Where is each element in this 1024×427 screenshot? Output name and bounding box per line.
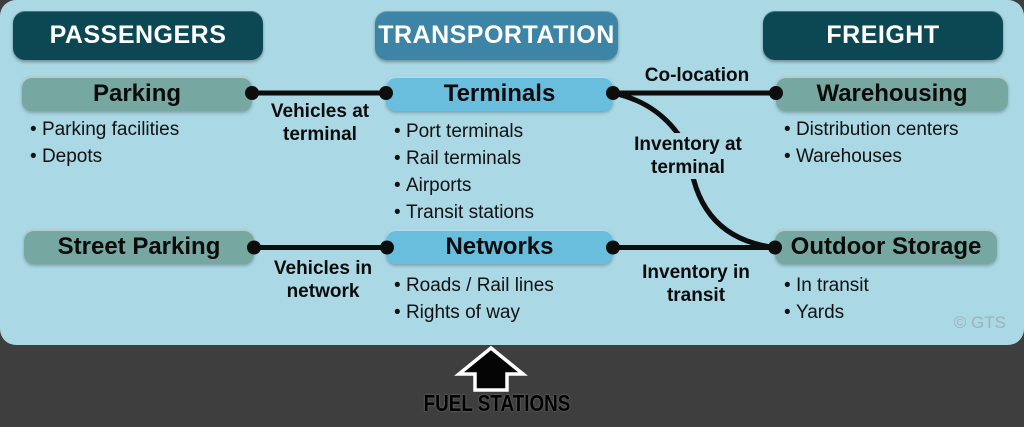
column-header-transportation: TRANSPORTATION	[375, 11, 618, 60]
up-arrow-icon	[454, 345, 528, 392]
column-header-label: TRANSPORTATION	[378, 21, 615, 49]
column-header-label: PASSENGERS	[49, 21, 227, 49]
bullet-item: Yards	[784, 299, 869, 326]
column-header-freight: FREIGHT	[763, 11, 1003, 60]
column-header-label: FREIGHT	[826, 21, 940, 49]
bullet-item: Rail terminals	[394, 145, 534, 172]
column-header-passengers: PASSENGERS	[13, 11, 263, 60]
node-bullet-list-terminals: Port terminals Rail terminals Airports T…	[394, 118, 534, 226]
node-street-parking: Street Parking	[24, 229, 254, 264]
node-bullet-list-outdoor-storage: In transit Yards	[784, 272, 869, 326]
node-parking: Parking	[22, 76, 252, 111]
bullet-item: Parking facilities	[30, 116, 179, 143]
connector-label-inventory-at-terminal: Inventory at terminal	[628, 133, 748, 179]
node-title: Outdoor Storage	[790, 232, 982, 260]
node-terminals: Terminals	[386, 76, 613, 111]
node-title: Warehousing	[816, 79, 968, 107]
fuel-stations-label: FUEL STATIONS	[423, 390, 571, 416]
bullet-item: Roads / Rail lines	[394, 272, 554, 299]
connector-label-vehicles-in-network: Vehicles in network	[273, 258, 373, 302]
diagram-panel: PASSENGERS TRANSPORTATION FREIGHT Parkin…	[0, 0, 1024, 345]
connector-label-inventory-in-transit: Inventory in transit	[642, 262, 750, 306]
bullet-item: Warehouses	[784, 143, 959, 170]
bullet-item: Transit stations	[394, 199, 534, 226]
connector-label-vehicles-at-terminal: Vehicles at terminal	[270, 101, 370, 145]
node-title: Networks	[445, 232, 554, 260]
bullet-item: Distribution centers	[784, 116, 959, 143]
node-outdoor-storage: Outdoor Storage	[775, 229, 997, 264]
node-title: Street Parking	[57, 232, 221, 260]
connector-label-co-location: Co-location	[644, 65, 750, 86]
node-bullet-list-parking: Parking facilities Depots	[30, 116, 179, 170]
bullet-item: Airports	[394, 172, 534, 199]
node-bullet-list-warehousing: Distribution centers Warehouses	[784, 116, 959, 170]
node-title: Terminals	[443, 79, 556, 107]
bullet-item: Depots	[30, 143, 179, 170]
bullet-item: Rights of way	[394, 299, 554, 326]
node-title: Parking	[92, 79, 182, 107]
bullet-item: Port terminals	[394, 118, 534, 145]
node-warehousing: Warehousing	[776, 76, 1008, 111]
watermark-credit: © GTS	[953, 313, 1006, 332]
node-bullet-list-networks: Roads / Rail lines Rights of way	[394, 272, 554, 326]
node-networks: Networks	[386, 229, 613, 264]
bullet-item: In transit	[784, 272, 869, 299]
